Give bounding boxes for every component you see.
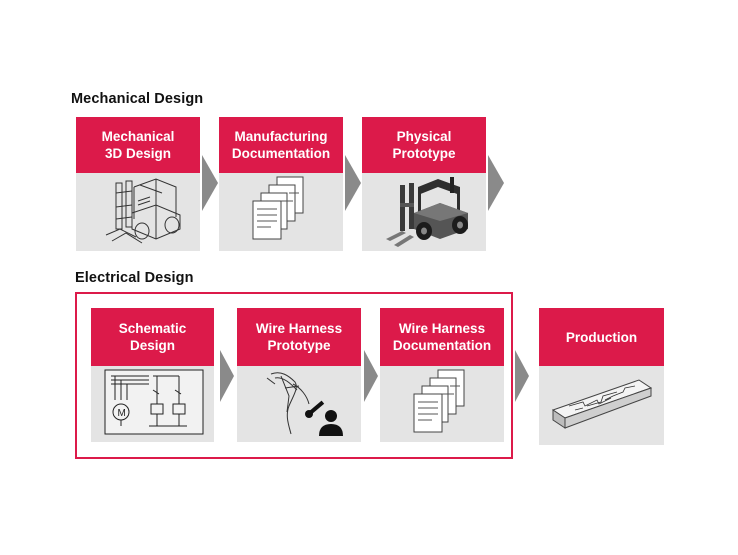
arrow-right-icon (488, 155, 504, 211)
card-wire-harness-prototype: Wire Harness Prototype (237, 308, 361, 442)
electrical-section-title: Electrical Design (75, 270, 194, 286)
mechanical-section-title: Mechanical Design (71, 91, 204, 107)
card-title: Wire Harness Prototype (237, 308, 361, 366)
forklift-solid-icon (362, 173, 486, 251)
wire-harness-tools-icon (237, 366, 361, 442)
documents-stack-icon (219, 173, 343, 251)
forklift-wireframe-icon (76, 173, 200, 251)
arrow-right-icon (220, 350, 234, 402)
arrow-right-icon (515, 350, 529, 402)
arrow-right-icon (345, 155, 361, 211)
card-title: Schematic Design (91, 308, 214, 366)
electrical-design-frame (75, 292, 513, 459)
card-title: Production (539, 308, 664, 366)
card-physical-prototype: Physical Prototype (362, 117, 486, 251)
card-manufacturing-documentation: Manufacturing Documentation (219, 117, 343, 251)
card-title: Mechanical 3D Design (76, 117, 200, 173)
documents-stack-icon (380, 366, 504, 442)
card-mechanical-3d-design: Mechanical 3D Design (76, 117, 200, 251)
card-wire-harness-documentation: Wire Harness Documentation (380, 308, 504, 442)
card-title: Wire Harness Documentation (380, 308, 504, 366)
schematic-diagram-icon: M (91, 366, 214, 442)
card-schematic-design: Schematic Design (91, 308, 214, 442)
svg-text:M: M (118, 408, 126, 419)
arrow-right-icon (202, 155, 218, 211)
card-title: Physical Prototype (362, 117, 486, 173)
card-production: Production (539, 308, 664, 445)
card-title: Manufacturing Documentation (219, 117, 343, 173)
harness-board-icon (539, 366, 664, 445)
arrow-right-icon (364, 350, 378, 402)
